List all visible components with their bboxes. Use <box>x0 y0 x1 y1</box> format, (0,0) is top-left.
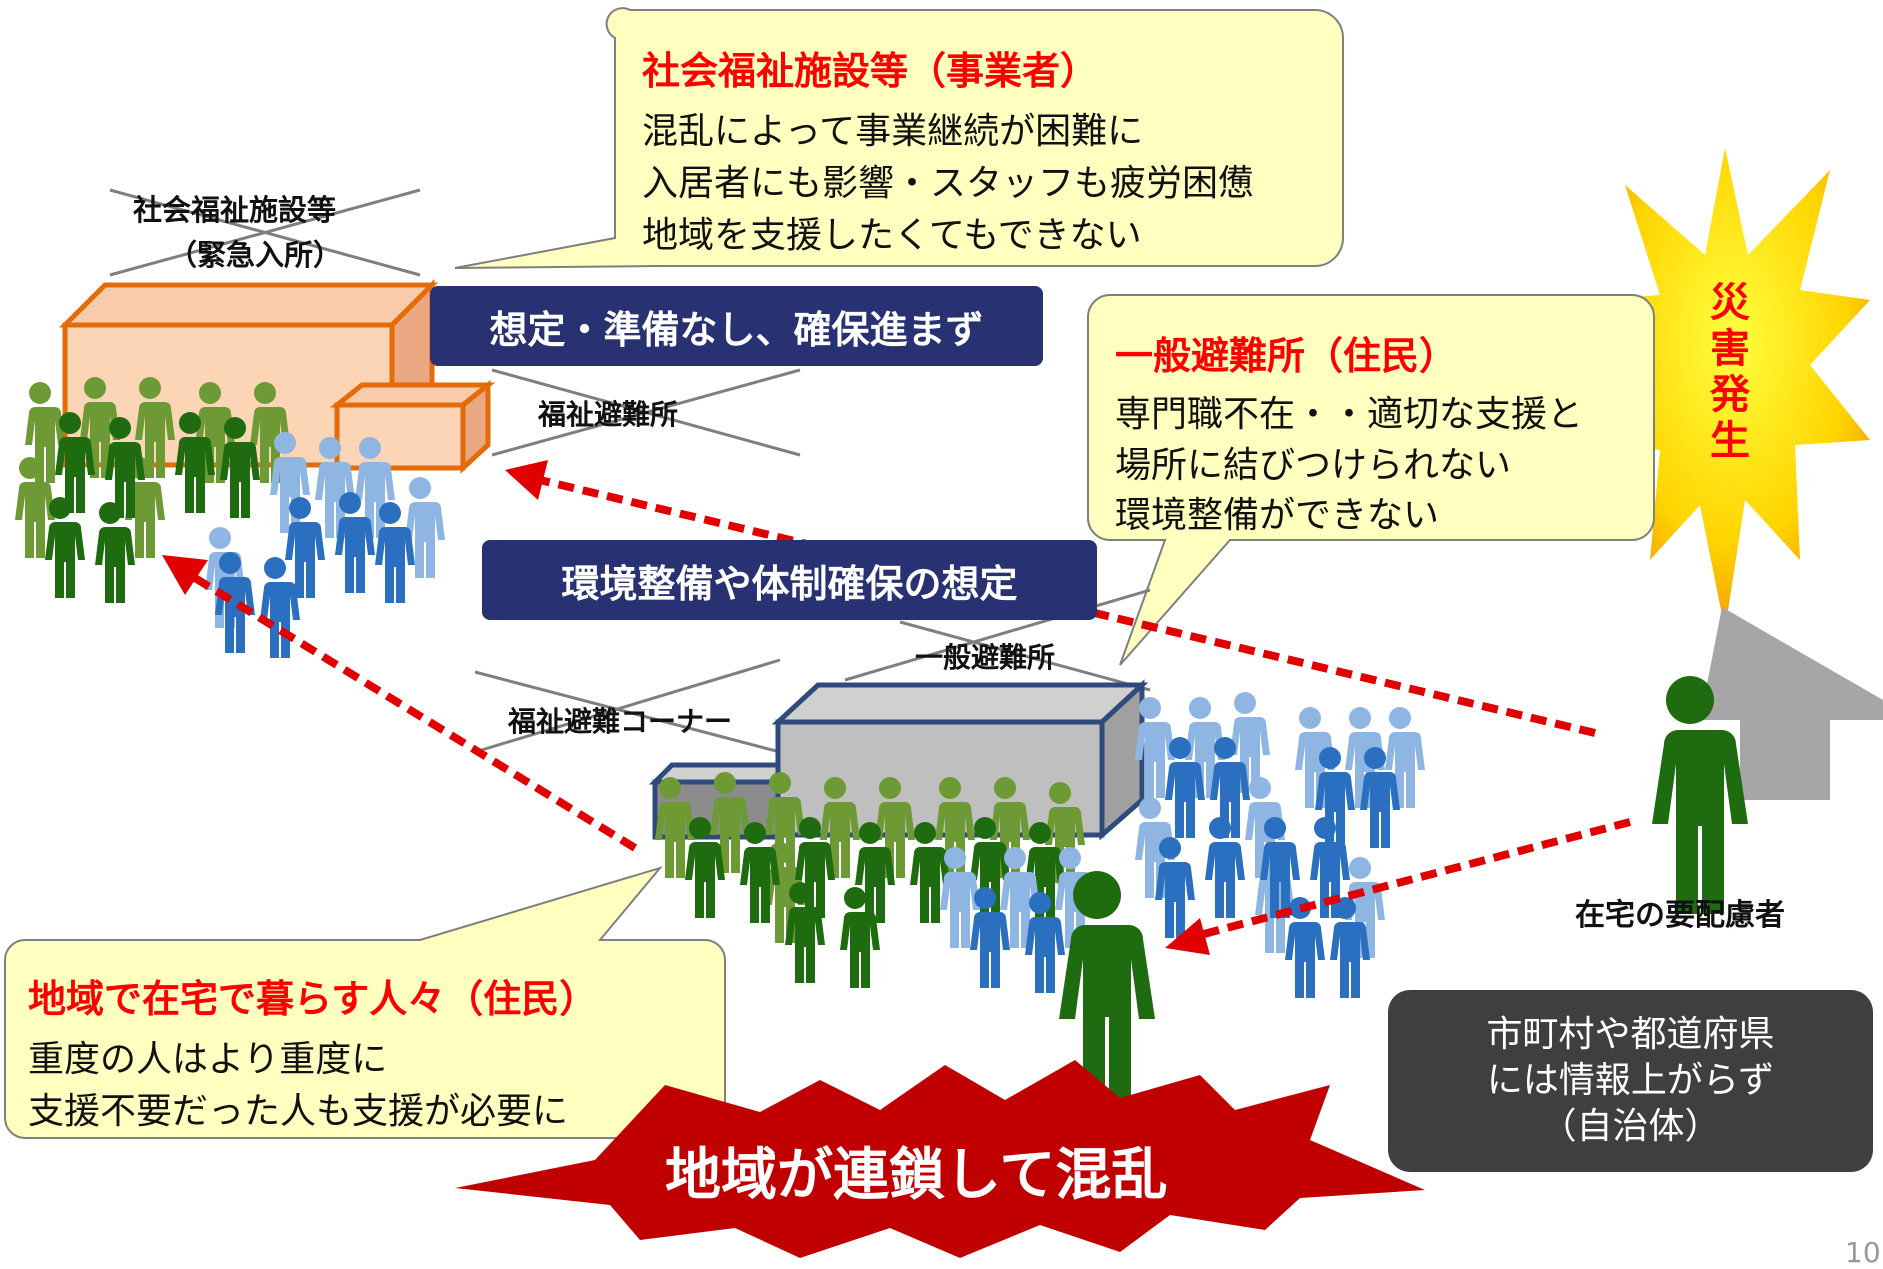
welfare-corner-cross <box>474 658 781 754</box>
disaster-char: 生 <box>1710 418 1750 464</box>
callout-operator-line: 混乱によって事業継続が困難に <box>642 111 1144 152</box>
welfare-shelter-label: 福祉避難所 <box>538 398 679 431</box>
disaster-char: 発 <box>1710 372 1750 418</box>
callout-operator-heading: 社会福祉施設等（事業者） <box>642 49 1099 93</box>
callout-operator-bubble <box>454 7 1344 269</box>
callout-shelter-line: 場所に結びつけられない <box>1115 445 1512 486</box>
callout-residents-heading: 地域で在宅で暮らす人々（住民） <box>28 977 598 1021</box>
arrow-home-to-shelter <box>1165 818 1632 955</box>
page-number: 10 <box>1845 1236 1881 1269</box>
chain-reaction-text: 地域が連鎖して混乱 <box>665 1143 1168 1208</box>
center-person-icon <box>1059 871 1155 1099</box>
municipality-line: 市町村や都道府県 <box>1486 1014 1775 1055</box>
facility-label-sub: （緊急入所） <box>168 238 343 272</box>
callout-shelter-line: 環境整備ができない <box>1115 495 1440 536</box>
welfare-shelter-cross <box>491 368 801 457</box>
chain-reaction-burst <box>455 1060 1425 1258</box>
callout-shelter-bubble <box>1087 294 1655 666</box>
municipality-line: には情報上がらず <box>1486 1060 1775 1101</box>
callout-shelter-heading: 一般避難所（住民） <box>1115 334 1458 378</box>
disaster-burst <box>1595 148 1870 630</box>
callout-residents-line: 重度の人はより重度に <box>28 1039 388 1080</box>
disaster-char: 災 <box>1710 280 1750 326</box>
welfare-corner-label: 福祉避難コーナー <box>508 705 733 738</box>
home-person-label: 在宅の要配慮者 <box>1575 898 1785 933</box>
callout-operator-line: 入居者にも影響・スタッフも疲労困憊 <box>642 163 1255 204</box>
home-icon <box>1700 607 1883 800</box>
arrow-shelter-to-facility <box>162 555 638 852</box>
general-shelter-label: 一般避難所 <box>915 641 1056 674</box>
callout-operator-line: 地域を支援したくてもできない <box>642 215 1142 256</box>
disaster-burst-text: 災 害 発 生 <box>1700 280 1760 464</box>
banner-no-preparation: 想定・準備なし、確保進まず <box>430 286 1043 366</box>
callout-shelter-line: 専門職不在・・適切な支援と <box>1115 394 1584 435</box>
disaster-char: 害 <box>1710 326 1750 372</box>
banner-environment-setup: 環境整備や体制確保の想定 <box>482 540 1097 620</box>
callout-residents-line: 支援不要だった人も支援が必要に <box>28 1091 569 1132</box>
municipality-line: （自治体） <box>1540 1106 1721 1147</box>
municipality-box: 市町村や都道府県 には情報上がらず （自治体） <box>1388 990 1873 1172</box>
general-shelter-cross <box>844 588 1151 692</box>
arrow-home-to-welfare-shelter <box>505 460 1596 737</box>
facility-label-cross <box>109 188 421 277</box>
facility-label: 社会福祉施設等 <box>133 193 337 227</box>
home-person-icon <box>1652 676 1748 914</box>
